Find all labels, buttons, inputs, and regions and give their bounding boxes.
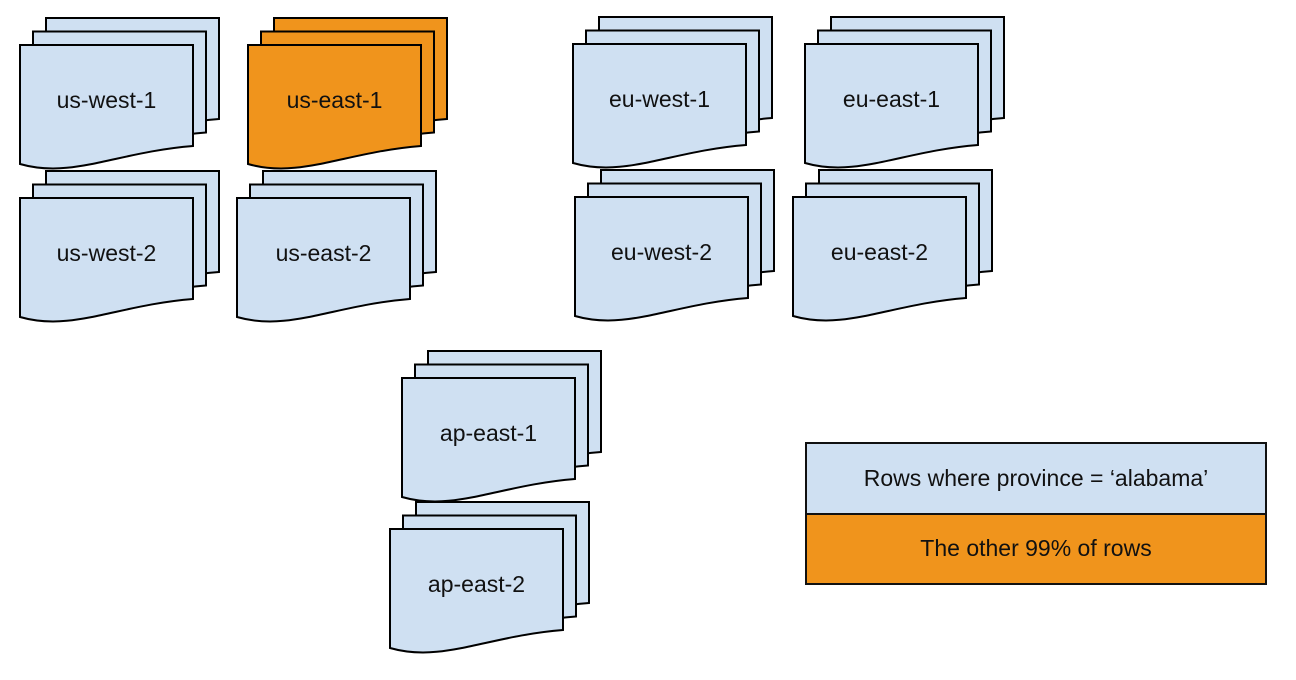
document-shape-front [401, 377, 576, 503]
document-shape-front [19, 44, 194, 170]
document-shape-front [389, 528, 564, 654]
document-stack-graphic [574, 169, 775, 322]
document-shape-front [804, 43, 979, 169]
legend-row-other: The other 99% of rows [807, 512, 1265, 583]
document-shape-front [19, 197, 194, 323]
document-shape-front [574, 196, 749, 322]
document-stack-graphic [792, 169, 993, 322]
document-stack-graphic [19, 17, 220, 170]
legend-row-alabama: Rows where province = ‘alabama’ [807, 444, 1265, 513]
document-stack-graphic [401, 350, 602, 503]
document-stack-graphic [804, 16, 1005, 169]
region-label: ap-east-2 [427, 571, 526, 597]
region-stack-us-east-2: us-east-2 [236, 170, 439, 325]
document-shape-front [236, 197, 411, 323]
region-stack-us-west-2: us-west-2 [19, 170, 222, 325]
region-stack-eu-east-1: eu-east-1 [804, 16, 1007, 171]
document-shape-front [247, 44, 422, 170]
document-shape-front [792, 196, 967, 322]
region-label: eu-east-2 [830, 239, 929, 265]
region-label: us-east-2 [275, 240, 372, 266]
region-label: ap-east-1 [439, 420, 538, 446]
document-stack-graphic [572, 16, 773, 169]
document-stack-graphic [236, 170, 437, 323]
legend: Rows where province = ‘alabama’ The othe… [805, 442, 1267, 585]
document-stack-graphic [247, 17, 448, 170]
region-label: us-west-1 [56, 87, 157, 113]
region-stack-eu-east-2: eu-east-2 [792, 169, 995, 324]
document-stack-graphic [389, 501, 590, 654]
region-label: eu-west-1 [609, 86, 710, 112]
legend-label-other: The other 99% of rows [920, 535, 1152, 562]
region-stack-ap-east-2: ap-east-2 [389, 501, 592, 656]
region-stack-us-west-1: us-west-1 [19, 17, 222, 172]
region-stack-ap-east-1: ap-east-1 [401, 350, 604, 505]
region-stack-eu-west-1: eu-west-1 [572, 16, 775, 171]
region-label: eu-west-2 [611, 239, 712, 265]
region-label: us-east-1 [286, 87, 383, 113]
region-label: us-west-2 [56, 240, 157, 266]
region-stack-eu-west-2: eu-west-2 [574, 169, 777, 324]
region-stack-us-east-1: us-east-1 [247, 17, 450, 172]
document-stack-graphic [19, 170, 220, 323]
document-shape-front [572, 43, 747, 169]
region-label: eu-east-1 [842, 86, 941, 112]
legend-label-alabama: Rows where province = ‘alabama’ [863, 464, 1209, 491]
